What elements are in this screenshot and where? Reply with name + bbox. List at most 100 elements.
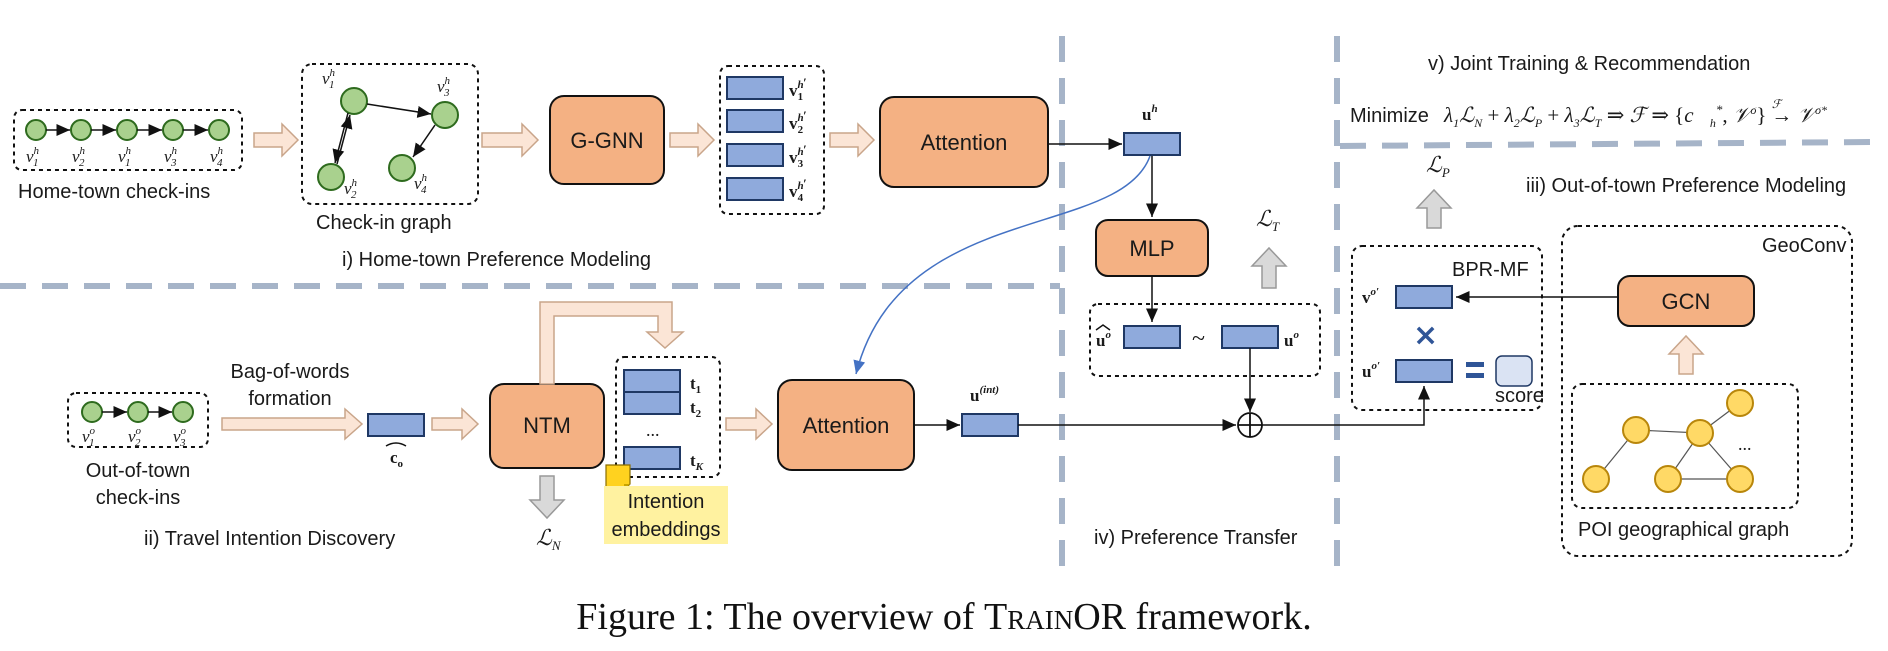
fat-arrow-1 bbox=[253, 122, 300, 158]
uint-symbol: u(int) bbox=[970, 384, 999, 405]
svg-text:vh3: vh3 bbox=[164, 145, 178, 169]
uo-prime-symbol: uo′ bbox=[1362, 360, 1380, 381]
svg-text:vo2: vo2 bbox=[128, 425, 142, 449]
bag-of-words-label-line2: formation bbox=[248, 388, 331, 410]
loss-p-arrow bbox=[1415, 188, 1453, 229]
horizontal-divider-right bbox=[1339, 139, 1873, 149]
uh-symbol: uh bbox=[1142, 103, 1158, 124]
svg-text:vh2: vh2 bbox=[72, 145, 86, 169]
poi-graph-frame bbox=[1571, 383, 1799, 509]
svg-text:vh4′: vh4′ bbox=[789, 176, 807, 204]
fat-arrow-4 bbox=[829, 122, 876, 158]
transfer-section-title: iv) Preference Transfer bbox=[1094, 527, 1298, 549]
svg-text:vh3: vh3 bbox=[437, 75, 451, 99]
bpr-label: BPR-MF bbox=[1452, 259, 1529, 281]
preference-transfer-section: uh MLP ℒT uo ~ uo iv) Preference Transfe… bbox=[853, 103, 1430, 549]
minimize-label: Minimize bbox=[1350, 105, 1429, 127]
home-checkins-label: Home-town check-ins bbox=[18, 181, 210, 203]
intention-highlight bbox=[604, 486, 728, 544]
checkin-graph-frame bbox=[301, 63, 479, 205]
loss-t-arrow bbox=[1250, 246, 1288, 289]
ntm-feedback-arrow bbox=[539, 301, 685, 385]
poi-graph-ellipsis: ... bbox=[1738, 434, 1752, 454]
home-checkins-frame bbox=[13, 109, 243, 171]
joint-section-title: v) Joint Training & Recommendation bbox=[1428, 53, 1750, 75]
ntm-label: NTM bbox=[523, 413, 571, 438]
svg-text:vh4: vh4 bbox=[210, 145, 224, 169]
multiply-icon: × bbox=[1413, 318, 1438, 353]
ggnn-box bbox=[549, 95, 665, 185]
checkin-graph-label: Check-in graph bbox=[316, 212, 452, 234]
intention-label-line1: Intention bbox=[628, 491, 705, 513]
svg-text:vh4: vh4 bbox=[414, 172, 428, 196]
vo-vector bbox=[1395, 285, 1453, 309]
intention-label-line2: embeddings bbox=[612, 519, 721, 541]
fat-arrow-5 bbox=[431, 407, 480, 441]
equals-icon bbox=[1466, 362, 1484, 378]
svg-text:vh3′: vh3′ bbox=[789, 142, 807, 170]
uo-symbol: uo bbox=[1284, 329, 1299, 350]
out-of-town-section-title: iii) Out-of-town Preference Modeling bbox=[1526, 175, 1846, 197]
out-checkins-label-line1: Out-of-town bbox=[86, 460, 190, 482]
score-box bbox=[1495, 355, 1533, 387]
vo-symbol: vo′ bbox=[1362, 286, 1379, 307]
checkin-graph-nodes bbox=[317, 87, 459, 191]
svg-text:vh2′: vh2′ bbox=[789, 108, 807, 136]
poi-to-gcn-arrow bbox=[1667, 334, 1705, 375]
co-vector bbox=[367, 413, 425, 437]
uh-to-attention-curve bbox=[853, 155, 1151, 375]
score-label: score bbox=[1495, 385, 1544, 407]
uo-vector bbox=[1221, 325, 1279, 349]
figure-caption: Figure 1: The overview of TrainOR framew… bbox=[0, 595, 1888, 639]
objective-formula: λ1ℒN + λ2ℒP + λ3ℒT ⇒ ℱ ⇒ {c⃗h*, 𝒱o} ℱ→ 𝒱… bbox=[1443, 97, 1827, 130]
home-embeddings-frame bbox=[719, 65, 825, 215]
add-operator-icon bbox=[1237, 412, 1263, 438]
attention-top-box bbox=[879, 96, 1049, 188]
home-checkin-nodes bbox=[25, 119, 230, 141]
bpr-frame bbox=[1351, 245, 1543, 411]
similar-symbol: ~ bbox=[1192, 326, 1205, 352]
svg-text:vh1: vh1 bbox=[26, 145, 40, 169]
co-symbol: co bbox=[390, 448, 404, 470]
fat-arrow-6 bbox=[725, 407, 774, 441]
out-checkins-frame bbox=[67, 392, 209, 448]
transfer-frame bbox=[1089, 303, 1321, 377]
ggnn-label: G-GNN bbox=[570, 128, 643, 153]
fat-arrow-2 bbox=[481, 122, 540, 158]
travel-section-title: ii) Travel Intention Discovery bbox=[144, 528, 395, 550]
uo-prime-vector bbox=[1395, 359, 1453, 383]
out-checkin-nodes bbox=[81, 401, 194, 423]
bag-of-words-label-line1: Bag-of-words bbox=[231, 361, 350, 383]
uint-vector bbox=[961, 413, 1019, 437]
mlp-label: MLP bbox=[1129, 236, 1174, 261]
intention-embeddings-frame bbox=[615, 356, 721, 478]
poi-graph-nodes bbox=[1582, 389, 1754, 493]
uh-vector bbox=[1123, 132, 1181, 156]
loss-t-symbol: ℒT bbox=[1256, 206, 1280, 234]
loss-n-arrow bbox=[528, 475, 566, 520]
svg-text:t1: t1 bbox=[690, 374, 701, 396]
svg-text:vh2: vh2 bbox=[344, 177, 358, 201]
fat-arrow-3 bbox=[669, 122, 716, 158]
poi-graph-label: POI geographical graph bbox=[1578, 519, 1789, 541]
intention-embedding-labels: t1 t2 tK bbox=[690, 374, 704, 473]
attention-top-label: Attention bbox=[921, 130, 1008, 155]
joint-training-section: v) Joint Training & Recommendation Minim… bbox=[1350, 53, 1827, 130]
attention-bottom-label: Attention bbox=[803, 413, 890, 438]
home-embedding-vectors bbox=[726, 76, 784, 201]
svg-text:tK: tK bbox=[690, 451, 704, 473]
svg-text:vo3: vo3 bbox=[173, 425, 187, 449]
gcn-box bbox=[1617, 275, 1755, 327]
section-dividers bbox=[0, 36, 1873, 570]
gcn-label: GCN bbox=[1662, 289, 1711, 314]
svg-text:vh1: vh1 bbox=[118, 145, 132, 169]
intention-embedding-vectors bbox=[623, 369, 681, 470]
svg-text:t2: t2 bbox=[690, 398, 702, 420]
geoconv-label: GeoConv bbox=[1762, 235, 1847, 257]
